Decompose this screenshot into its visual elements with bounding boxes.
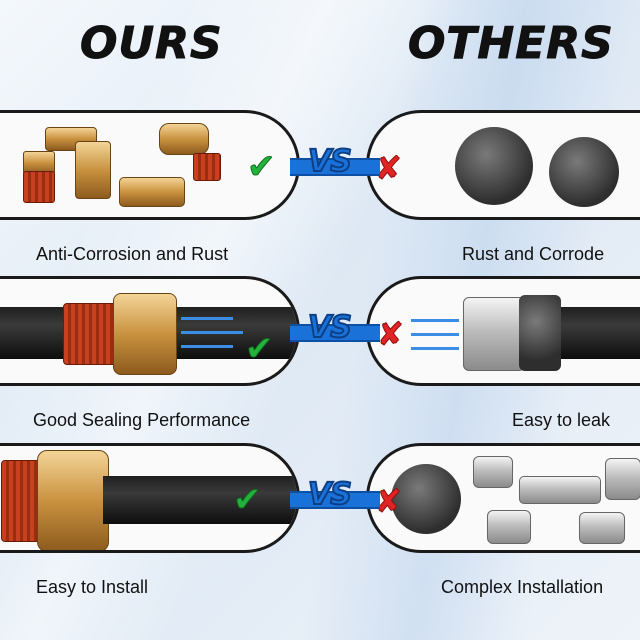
ours-product-image-brass-fittings: ✔ [0, 110, 300, 220]
airflow-arrow-icon [181, 331, 243, 334]
steel-fitting [463, 297, 525, 371]
iron-port [455, 127, 533, 205]
others-caption: Complex Installation [441, 577, 604, 597]
others-product-image-iron-tee: ✘ [366, 110, 640, 220]
ours-caption: Easy to Install [36, 577, 149, 597]
others-caption: Rust and Corrode [462, 244, 605, 264]
steel-nut [487, 510, 531, 544]
leak-arrow-icon [411, 333, 459, 336]
ours-product-image-push-fitting: ✔ [0, 443, 300, 553]
vs-label: VS [307, 476, 353, 513]
vs-label: VS [307, 143, 353, 180]
vs-connector-bar [290, 324, 380, 342]
airflow-arrow-icon [181, 317, 233, 320]
iron-port [549, 137, 619, 207]
red-thread [23, 171, 55, 203]
brass-straight-fitting [119, 177, 185, 207]
vs-label: VS [307, 309, 353, 346]
others-product-image-compression-fittings: ✘ [366, 443, 640, 553]
brass-tee [75, 141, 111, 199]
steel-tee [605, 458, 640, 500]
steel-union [519, 476, 601, 504]
others-caption: Easy to leak [512, 410, 611, 430]
ours-caption: Anti-Corrosion and Rust [36, 244, 229, 264]
cross-icon: ✘ [377, 316, 405, 353]
ours-caption: Good Sealing Performance [33, 410, 251, 430]
threaded-end [519, 295, 561, 371]
hose [103, 476, 297, 524]
iron-port [391, 464, 461, 534]
leak-arrow-icon [411, 347, 459, 350]
others-product-image-leaking-fitting: ✘ [366, 276, 640, 386]
ours-product-image-sealed-fitting: ✔ [0, 276, 300, 386]
comparison-row-corrosion: ✔ ✘ VS Anti-Corrosion and Rust Rust and … [0, 110, 640, 264]
brass-elbow [159, 123, 209, 155]
leak-arrow-icon [411, 319, 459, 322]
check-icon: ✔ [247, 148, 276, 187]
brass-fitting [37, 450, 109, 550]
vs-connector-bar [290, 491, 380, 509]
red-thread [63, 303, 117, 365]
red-thread [193, 153, 221, 181]
steel-nut [579, 512, 625, 544]
brass-fitting [113, 293, 177, 375]
check-icon: ✔ [233, 481, 262, 520]
airflow-arrow-icon [181, 345, 233, 348]
steel-nut [473, 456, 513, 488]
comparison-row-installation: ✔ ✘ VS Easy to Install Complex Installat… [0, 443, 640, 597]
others-header: OTHERS [408, 18, 614, 70]
check-icon: ✔ [245, 330, 274, 369]
ours-header: OURS [80, 18, 223, 70]
comparison-row-sealing: ✔ ✘ VS Good Sealing Performance Easy to … [0, 276, 640, 430]
vs-connector-bar [290, 158, 380, 176]
